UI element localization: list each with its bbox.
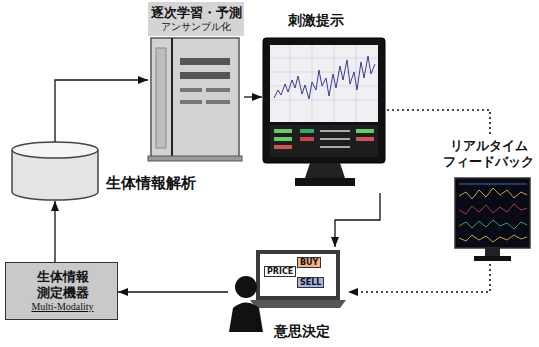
trader-with-laptop-part [250,300,346,308]
price-tag: PRICE [267,267,293,276]
measurement-device-box: 生体情報 測定機器Multi-Modality [5,262,118,320]
stimulus-monitor-part [320,146,350,148]
database-cylinder-part [97,150,99,192]
flow-connector [244,96,262,97]
feedback-monitor-node: リアルタイム フィードバック [440,136,537,264]
database-cylinder-part [11,150,13,192]
flow-connector [54,201,55,262]
trader-with-laptop-part [260,254,336,296]
stimulus-monitor-part [320,138,350,140]
flow-connector [118,291,228,292]
price-tag-box: PRICE [264,266,296,277]
stimulus-monitor-part [270,45,378,122]
feedback-monitor-part-part [459,184,527,185]
stimulus-monitor-part [274,137,292,141]
flow-connector [335,193,380,247]
stimulus-monitor-part [305,163,345,178]
server-node: 逐次学習・予測アンサンブル化 [148,2,244,162]
feedback-monitor-part [459,184,527,242]
text-wrapper: 生体情報解析 [106,174,202,192]
stimulus-monitor-part [270,45,378,122]
flow-connector [55,80,148,142]
server-tower-part [180,58,230,65]
stimulus-monitor-part [300,137,314,141]
stimulus-monitor-part [274,56,375,99]
feedback-monitor-part [474,256,511,261]
feedback-monitor-part-part [459,235,527,242]
database-cylinder-part [12,142,98,158]
stimulus-monitor-part [274,145,292,149]
stimulus-monitor-part [295,178,355,186]
feedback-monitor-part-part [459,204,527,214]
buy-button: BUY [300,258,318,267]
trader-with-laptop [229,250,346,332]
server-tower-part [156,48,166,148]
server-tower-part [151,38,239,158]
node-heading: リアルタイム フィードバック [440,138,537,169]
stimulus-monitor-part [263,38,385,163]
feedback-monitor-part-part [459,220,527,229]
feedback-monitor-part [455,178,530,248]
server-tower-part [180,100,202,104]
stimulus-monitor-part-part [270,58,378,59]
node-heading: 意思決定 [274,323,330,340]
node-heading: 生体情報解析 [106,174,196,192]
flow-connector [387,110,490,136]
text-wrapper: 刺激提示 [276,12,356,29]
stimulus-monitor-part [356,137,374,141]
server-tower-part [180,72,230,79]
stimulus-monitor-part-part [270,72,378,73]
text-wrapper: 生体情報 測定機器Multi-Modality [6,263,119,319]
feedback-monitor [455,178,530,261]
stimulus-monitor-part [300,129,314,133]
database-cylinder [12,142,98,200]
server-tower [148,38,242,161]
stimulus-monitor-part [356,129,374,133]
node-subtext: アンサンブル化 [161,21,231,33]
node-heading: 逐次学習・予測 [151,5,242,21]
stimulus-monitor-part [274,129,292,133]
buy-button-box: BUY [297,257,321,268]
text-wrapper: 意思決定 [264,323,340,340]
server-tower-part [206,88,230,92]
stimulus-monitor-part-part [334,45,335,122]
stimulus-monitor-part-part [270,100,378,101]
stimulus-monitor-node: 刺激提示 [262,10,387,193]
trader-with-laptop-part [256,250,340,300]
trader-with-laptop-part [235,276,257,298]
database-node: 生体情報解析 [12,142,202,201]
sell-button: SELL [300,278,321,287]
node-heading: 生体情報 測定機器 [10,269,115,300]
stimulus-monitor [263,38,385,186]
stimulus-monitor-part [270,125,378,157]
node-subtext: Multi-Modality [31,301,93,313]
flow-connector [348,264,490,292]
server-tower-part [148,156,242,161]
sell-button-box: SELL [297,277,324,288]
server-tower-part [180,88,202,92]
server-tower-part [206,100,230,104]
decision-maker-node: 意思決定 [228,247,348,345]
server-tower-part [171,38,173,160]
feedback-monitor-part [485,248,500,256]
trader-with-laptop-part [229,303,263,333]
database-cylinder-part [12,192,98,200]
feedback-monitor-part-part [459,188,527,199]
stimulus-monitor-part [320,130,350,132]
node-heading: 刺激提示 [288,12,344,29]
text-wrapper: 逐次学習・予測アンサンブル化 [148,2,244,36]
text-wrapper: リアルタイム フィードバック [440,138,537,169]
